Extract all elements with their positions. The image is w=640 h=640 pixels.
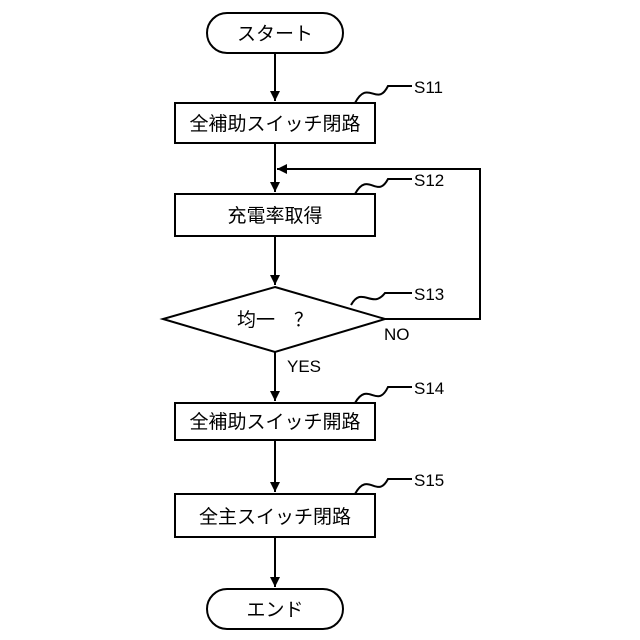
callout-s12-line (355, 179, 412, 194)
callout-s15-line (355, 479, 412, 494)
step-s13-id: S13 (414, 285, 444, 304)
step-s15-id: S15 (414, 471, 444, 490)
end-label: エンド (246, 599, 303, 621)
step-s14-id: S14 (414, 379, 444, 398)
callout-s14-line (355, 387, 412, 403)
callout-s13-line (351, 293, 412, 305)
callout-s11-line (355, 86, 412, 103)
start-label: スタート (237, 23, 313, 45)
step-s13-text: 均一 ？ (237, 309, 313, 331)
step-s12-text: 充電率取得 (227, 205, 322, 227)
branch-no-label: NO (384, 325, 410, 344)
branch-yes-label: YES (287, 357, 321, 376)
step-s14-text: 全補助スイッチ開路 (189, 411, 360, 433)
step-s11-id: S11 (414, 78, 443, 97)
step-s11-text: 全補助スイッチ閉路 (189, 113, 360, 135)
step-s15-text: 全主スイッチ閉路 (199, 506, 351, 528)
step-s12-id: S12 (414, 171, 444, 190)
